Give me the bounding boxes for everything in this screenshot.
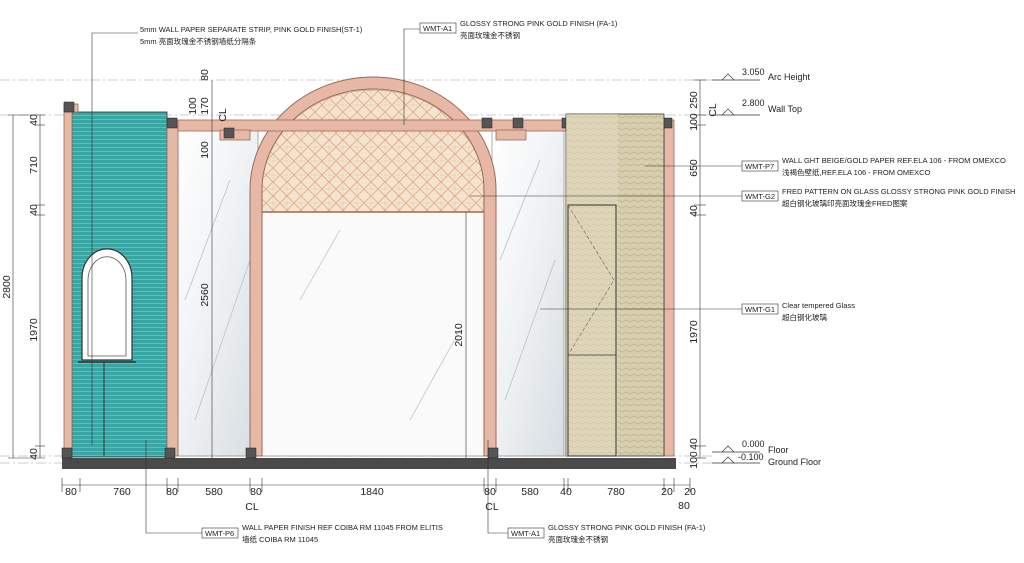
bottom-dim-8: 580 xyxy=(521,486,539,498)
callout-g1-line1: Clear tempered Glass xyxy=(782,301,855,310)
dim-left-b: 710 xyxy=(28,156,40,174)
callout-p7-line1: WALL GHT BEIGE/GOLD PAPER REF.ELA 106 - … xyxy=(782,156,1006,165)
glass-panel-center xyxy=(261,211,485,457)
dim-left-a: 40 xyxy=(28,114,40,126)
callout-g2-tag: WMT-G2 xyxy=(745,192,775,201)
bottom-dim-9: 40 xyxy=(560,486,572,498)
bottom-dim-4: 580 xyxy=(205,486,223,498)
pink-post-left xyxy=(63,103,73,457)
level-ground-value: -0.100 xyxy=(738,452,764,462)
dim-right-c: 650 xyxy=(688,159,700,177)
glass-panel-left xyxy=(177,129,259,457)
level-walltop-label: Wall Top xyxy=(768,104,802,114)
callout-a1-bottom-line1: GLOSSY STRONG PINK GOLD FINISH (FA-1) xyxy=(548,523,706,532)
level-walltop-value: 2.800 xyxy=(742,98,765,108)
bottom-dim-12: 20 xyxy=(684,486,696,498)
callout-p6-tag: WMT-P6 xyxy=(205,529,234,538)
top-beam-main xyxy=(177,119,567,132)
dim-right-g: 100 xyxy=(688,451,700,469)
bottom-dim-2: 760 xyxy=(113,486,131,498)
bottom-dim-13: 80 xyxy=(678,500,690,512)
callout-g1-line2: 超白钢化玻璃 xyxy=(782,312,827,322)
bottom-dim-5: 80 xyxy=(250,486,262,498)
glass-panel-right xyxy=(491,129,565,457)
bottom-dim-10: 780 xyxy=(607,486,625,498)
bottom-dim-11: 20 xyxy=(661,486,673,498)
dim-right-a: 250 xyxy=(688,91,700,109)
level-floor-value: 0.000 xyxy=(742,439,765,449)
bottom-dim-1: 80 xyxy=(65,486,77,498)
bottom-dimension-chain xyxy=(61,478,691,492)
level-arc-value: 3.050 xyxy=(742,67,765,77)
callout-a1-bottom-line2: 亮面玫瑰金不锈钢 xyxy=(548,534,608,544)
right-dimension-chain xyxy=(694,79,706,459)
bottom-dim-6: 1840 xyxy=(360,486,384,498)
level-ground-label: Ground Floor xyxy=(768,457,821,467)
callout-p6-line1: WALL PAPER FINISH REF COIBA RM 11045 FRO… xyxy=(242,523,443,532)
left-dimension-chain xyxy=(8,114,45,459)
callout-a1-top-line2: 亮面玫瑰金不锈钢 xyxy=(460,30,520,40)
level-floor-label: Floor xyxy=(768,445,789,455)
callout-strip xyxy=(91,32,138,445)
cl-symbol-bottom-right: CL xyxy=(485,501,499,513)
dim-right-b: 100 xyxy=(688,113,700,131)
dim-total-height: 2800 xyxy=(1,275,13,299)
dim-inner-total: 2560 xyxy=(199,283,211,307)
ground-slab xyxy=(62,458,676,469)
callout-a1-top-line1: GLOSSY STRONG PINK GOLD FINISH (FA-1) xyxy=(460,19,618,28)
dim-left-e: 40 xyxy=(28,448,40,460)
callout-strip-line2: 5mm 亮面玫瑰金不锈钢墙纸分隔条 xyxy=(140,36,257,46)
callout-a1-bottom-tag: WMT-A1 xyxy=(511,529,540,538)
mirror-niche xyxy=(81,248,133,361)
callout-a1-top-tag: WMT-A1 xyxy=(423,24,452,33)
callout-p6-line2: 墙纸 COIBA RM 11045 xyxy=(242,534,318,544)
cl-symbol-right: CL xyxy=(707,103,719,117)
level-markers xyxy=(712,73,760,464)
bottom-dim-7: 80 xyxy=(484,486,496,498)
callout-strip-line1: 5mm WALL PAPER SEPARATE STRIP, PINK GOLD… xyxy=(140,25,363,34)
callout-g2-line1: FRED PATTERN ON GLASS GLOSSY STRONG PINK… xyxy=(782,187,1015,196)
dim-left-d: 1970 xyxy=(28,318,40,342)
dim-right-e: 1970 xyxy=(688,320,700,344)
dim-inner-d: 100 xyxy=(199,141,211,159)
dim-left-c: 40 xyxy=(28,204,40,216)
callout-g2-line2: 超白钢化玻璃印亮面玫瑰金FRED图案 xyxy=(782,198,908,208)
dim-inner-a: 80 xyxy=(199,69,211,81)
side-door xyxy=(567,204,617,457)
level-arc-label: Arc Height xyxy=(768,72,811,82)
dim-right-d: 40 xyxy=(688,205,700,217)
callout-p7-line2: 浅褐色壁纸,REF.ELA 106 - FROM OMEXCO xyxy=(782,167,931,177)
callout-p7-tag: WMT-P7 xyxy=(745,162,774,171)
dim-inner-c: 100 xyxy=(187,97,199,115)
dim-right-f: 40 xyxy=(688,438,700,450)
cl-symbol-bottom-left: CL xyxy=(245,501,259,513)
dim-arch-opening: 2010 xyxy=(453,323,465,347)
pink-post-right xyxy=(663,119,675,457)
cl-symbol-upper: CL xyxy=(217,108,229,122)
callout-g1-tag: WMT-G1 xyxy=(745,305,775,314)
pink-post-2 xyxy=(166,119,179,457)
bottom-dim-3: 80 xyxy=(166,486,178,498)
dim-inner-b: 170 xyxy=(199,97,211,115)
